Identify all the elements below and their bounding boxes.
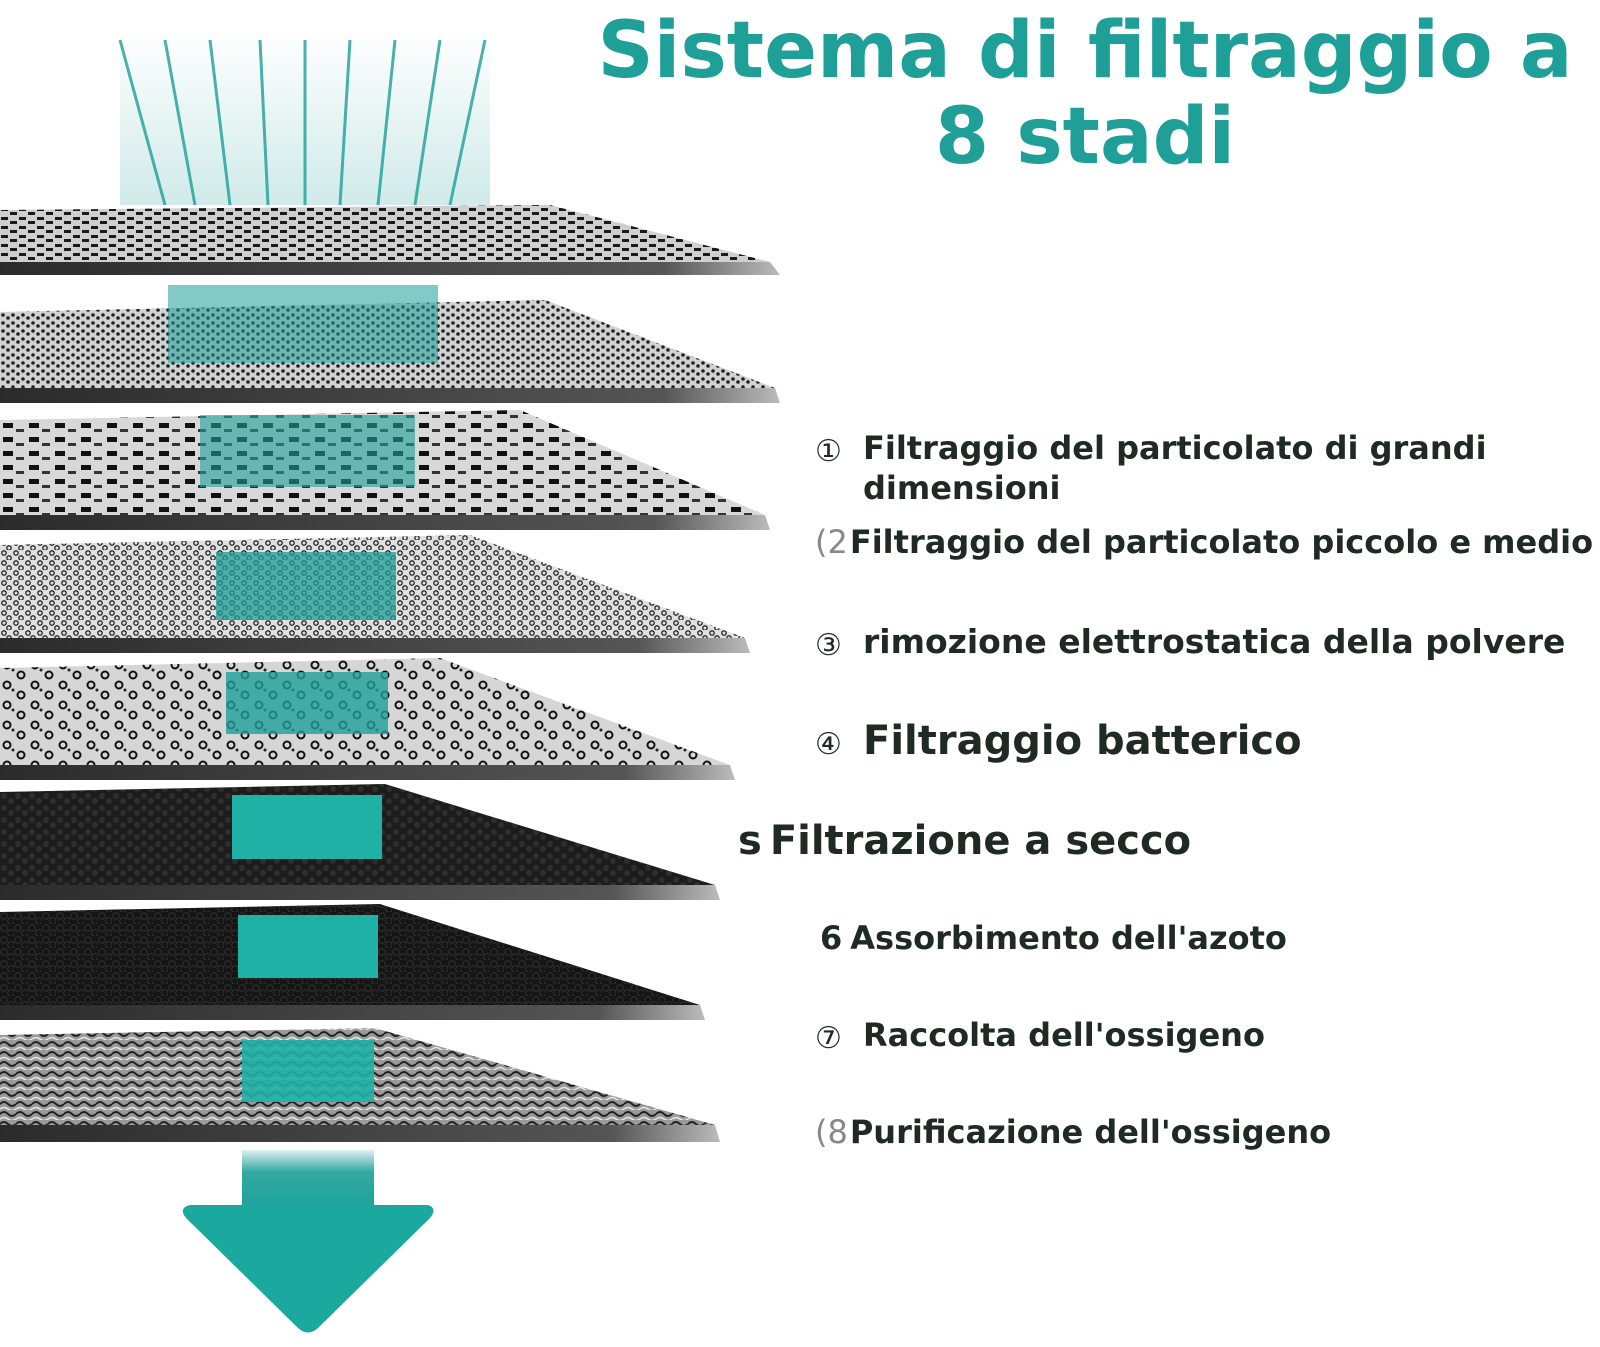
airflow-lines-icon — [118, 30, 490, 206]
stage-text-1: Filtraggio del particolato di grandi dim… — [863, 429, 1487, 507]
stage-marker-4: ④ — [815, 727, 842, 762]
filter-layer-4 — [0, 535, 750, 653]
stage-marker-7: ⑦ — [815, 1021, 842, 1056]
filter-layer-1 — [0, 205, 780, 275]
stage-label-4: ④ Filtraggio batterico — [815, 718, 1302, 768]
filter-layer-2 — [0, 285, 780, 403]
stage-marker-8: (8 — [815, 1113, 848, 1151]
diagram-title: Sistema di filtraggio a 8 stadi — [597, 6, 1573, 182]
stage-marker-3: ③ — [815, 628, 842, 663]
stage-text-3: rimozione elettrostatica della polvere — [863, 622, 1566, 661]
filter-layer-5 — [0, 658, 735, 780]
stage-marker-5: s — [738, 818, 762, 864]
filter-layer-6 — [0, 784, 720, 900]
stage-text-7: Raccolta dell'ossigeno — [863, 1016, 1265, 1054]
stage-label-3: ③ rimozione elettrostatica della polvere — [815, 622, 1565, 666]
stage-marker-6: 6 — [820, 919, 843, 957]
filter-layer-stack — [0, 30, 780, 1333]
stage-label-2: (2Filtraggio del particolato piccolo e m… — [815, 522, 1593, 562]
stage-text-8: Purificazione dell'ossigeno — [849, 1113, 1332, 1151]
stage-marker-1: ① — [815, 434, 842, 469]
filter-layer-7 — [0, 904, 705, 1020]
filter-layer-3 — [0, 410, 770, 530]
stage-label-7: ⑦ Raccolta dell'ossigeno — [815, 1015, 1265, 1059]
stage-text-4: Filtraggio batterico — [863, 718, 1302, 764]
stage-text-5: Filtrazione a secco — [769, 818, 1192, 864]
stage-label-8: (8Purificazione dell'ossigeno — [815, 1112, 1331, 1152]
down-arrow-icon — [182, 1150, 434, 1333]
stage-text-2: Filtraggio del particolato piccolo e med… — [849, 523, 1594, 561]
stage-text-6: Assorbimento dell'azoto — [850, 919, 1287, 957]
filter-layer-8 — [0, 1028, 720, 1142]
stage-label-1: ① Filtraggio del particolato di grandi di… — [815, 428, 1503, 508]
stage-marker-2: (2 — [815, 523, 848, 561]
